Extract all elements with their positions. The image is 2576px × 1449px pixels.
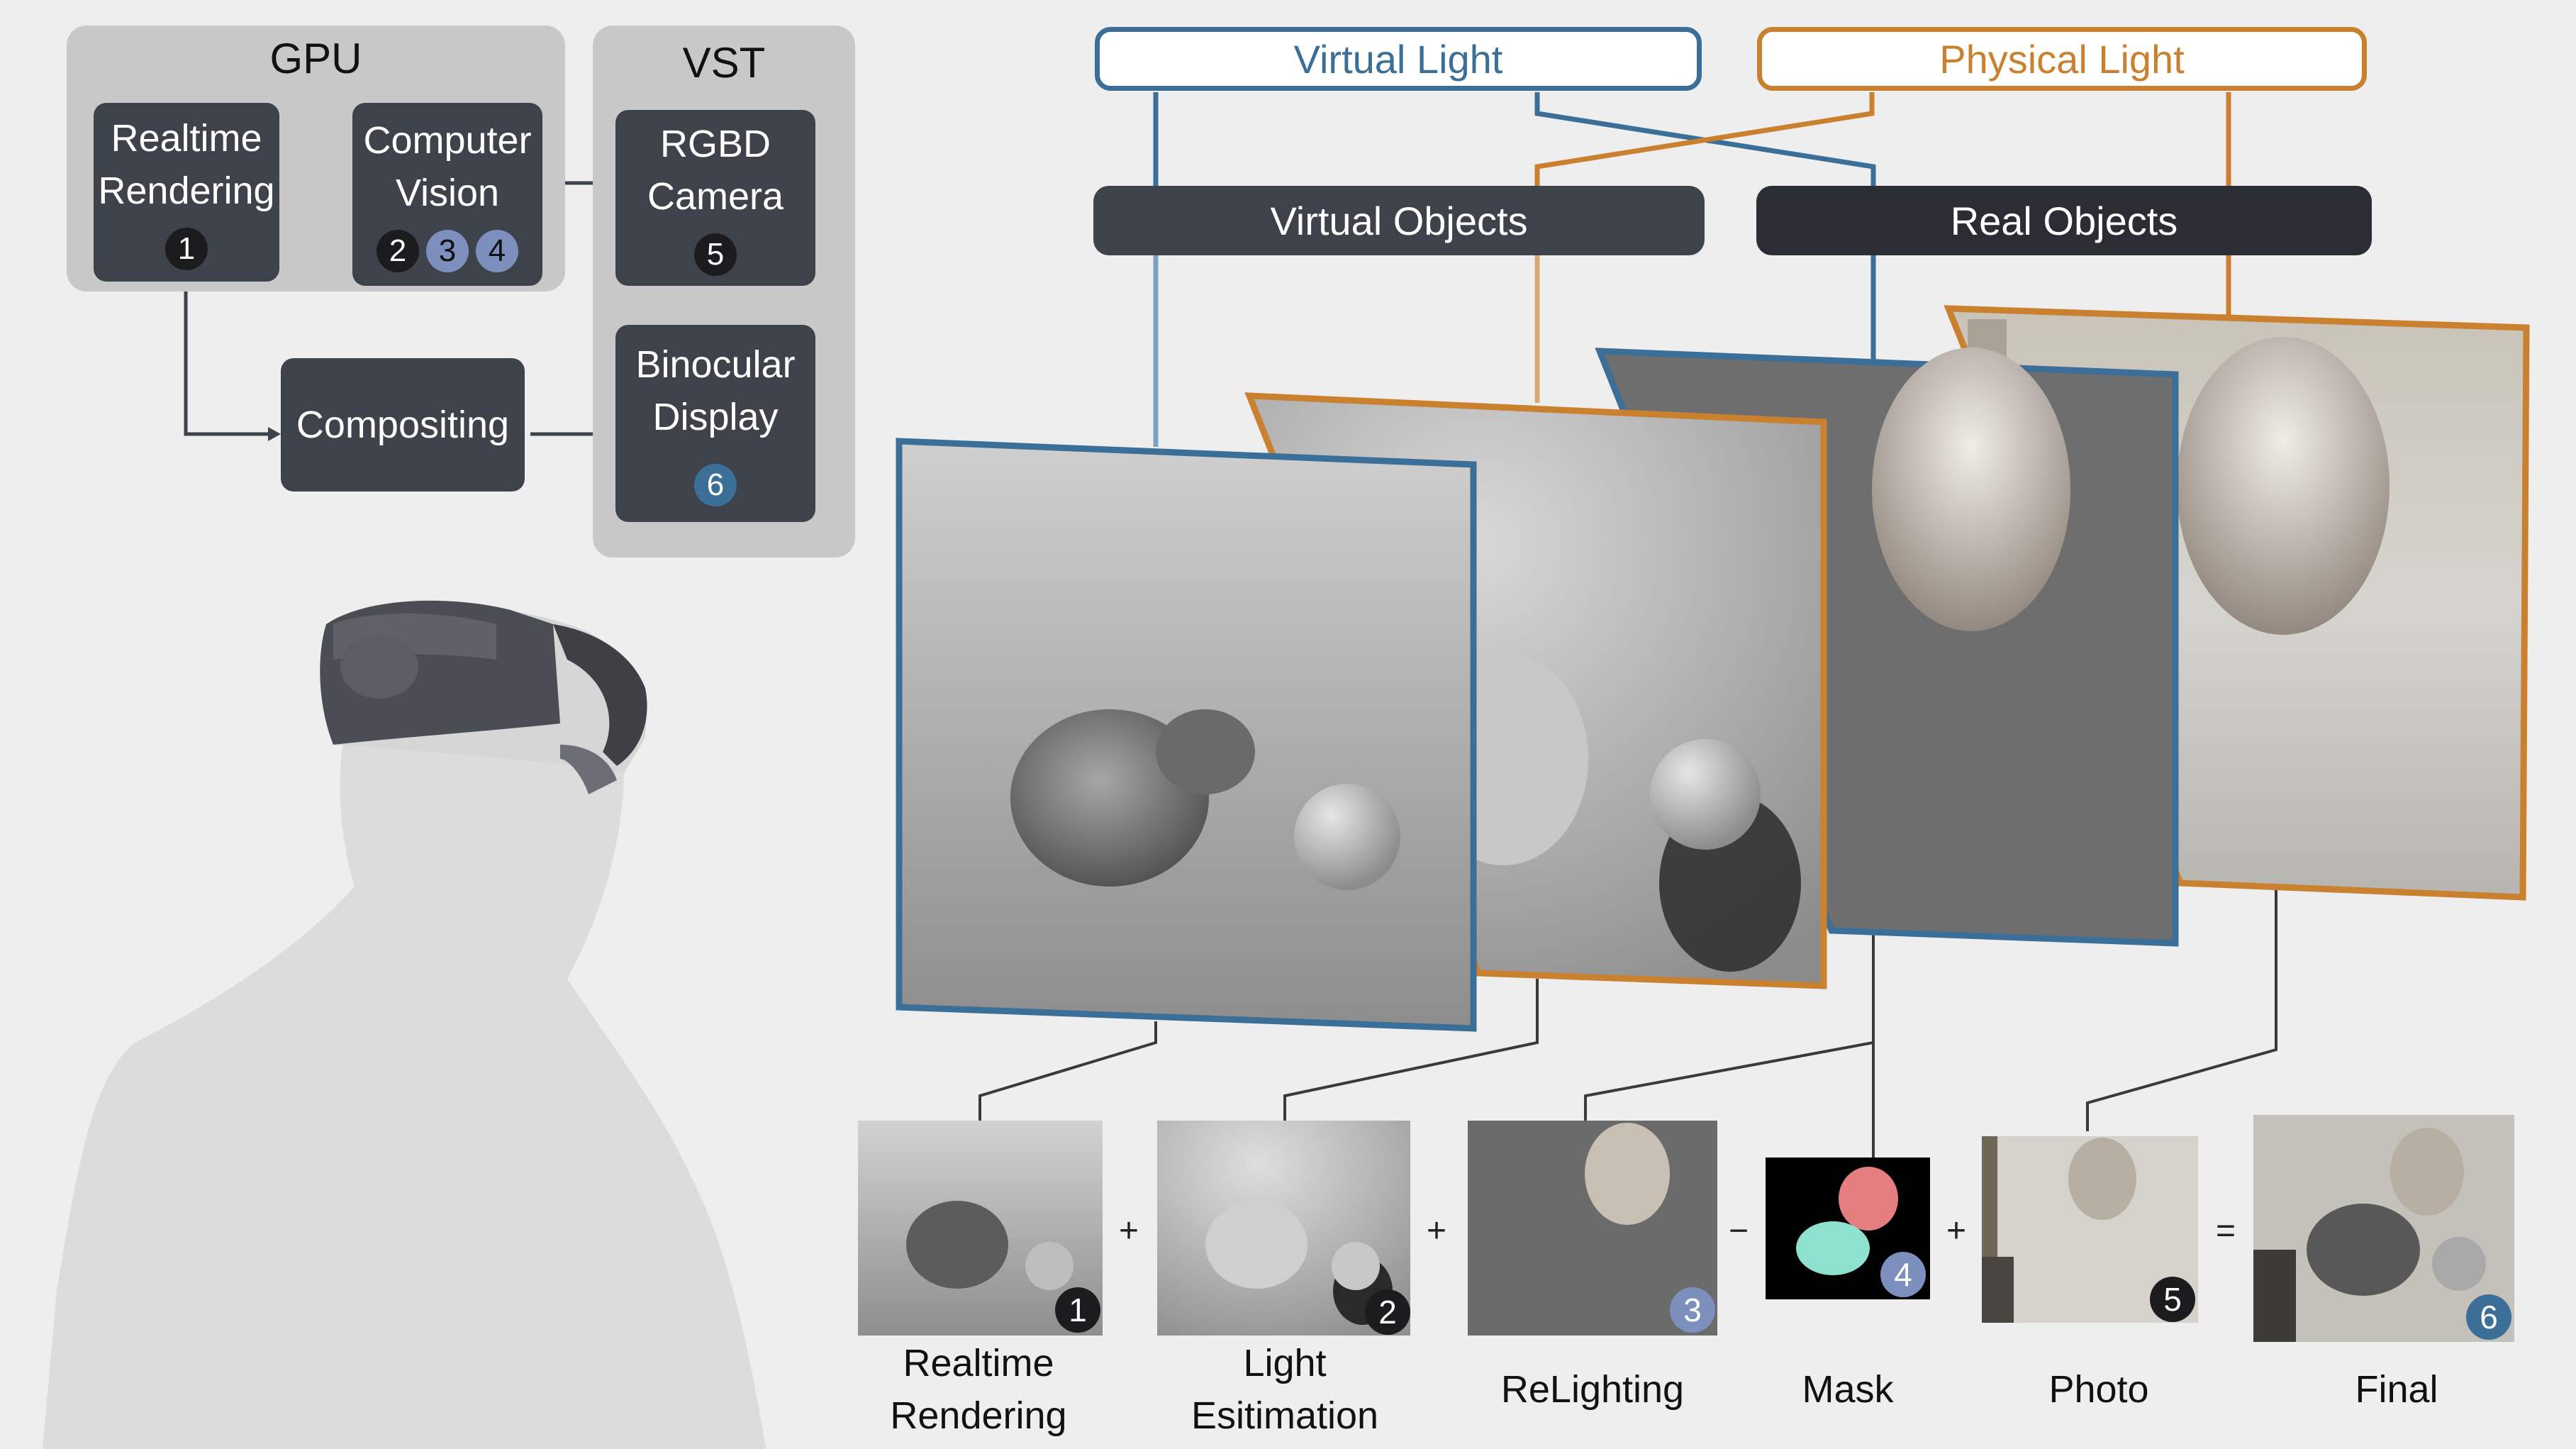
cat-icon	[2177, 337, 2390, 635]
realtime-rendering-box: Realtime Rendering 1	[94, 103, 279, 282]
binocular-display-box: Binocular Display 6	[615, 325, 815, 522]
computer-vision-label-1: Computer	[363, 119, 532, 162]
badge-5: 5	[694, 233, 737, 276]
label-relighting: ReLighting	[1500, 1368, 1685, 1411]
operator-plus-1: +	[1119, 1212, 1139, 1250]
badge-4: 4	[476, 230, 518, 272]
sphere-icon	[1294, 784, 1400, 890]
realtime-rendering-label-1: Realtime	[111, 117, 262, 160]
virtual-objects-label: Virtual Objects	[1093, 186, 1705, 255]
label-photo: Photo	[2048, 1368, 2149, 1411]
thumbnail-badge-2: 2	[1365, 1289, 1410, 1335]
operator-equals: =	[2216, 1212, 2236, 1250]
rgbd-camera-label-1: RGBD	[659, 123, 771, 165]
physical-light-label: Physical Light	[1757, 27, 2367, 91]
real-objects-label: Real Objects	[1756, 186, 2372, 255]
operator-minus: −	[1729, 1212, 1749, 1250]
sphere-icon	[1650, 739, 1761, 850]
compositing-box: Compositing	[281, 358, 525, 492]
thumbnail-badge-4: 4	[1880, 1252, 1926, 1297]
vst-title: VST	[682, 39, 766, 87]
label-realtime-rendering: Realtime Rendering	[890, 1342, 1067, 1437]
cat-icon	[1872, 348, 2070, 631]
thumbnail-badge-3: 3	[1670, 1287, 1715, 1333]
rgbd-camera-label-2: Camera	[647, 175, 784, 218]
badge-2: 2	[377, 230, 419, 272]
realtime-rendering-label-2: Rendering	[98, 170, 275, 212]
thumbnail-badge-5: 5	[2150, 1277, 2195, 1322]
thumbnail-badge-6: 6	[2466, 1294, 2511, 1340]
binocular-display-label-1: Binocular	[635, 343, 796, 386]
operator-plus-3: +	[1946, 1212, 1967, 1250]
badge-3: 3	[426, 230, 469, 272]
computer-vision-label-2: Vision	[395, 172, 500, 214]
virtual-light-label: Virtual Light	[1095, 27, 1702, 91]
badge-6: 6	[694, 464, 737, 506]
binocular-display-label-2: Display	[652, 396, 779, 438]
gpu-title: GPU	[269, 35, 362, 82]
thumbnail-badge-1: 1	[1055, 1287, 1100, 1333]
compositing-label: Compositing	[296, 404, 510, 446]
label-final: Final	[2355, 1368, 2438, 1411]
rgbd-camera-box: RGBD Camera 5	[615, 110, 815, 286]
badge-1: 1	[165, 228, 208, 270]
thumbnail-relighting	[1468, 1121, 1717, 1336]
label-light-estimation: Light Esitimation	[1191, 1342, 1379, 1437]
label-mask: Mask	[1802, 1368, 1894, 1411]
operator-plus-2: +	[1427, 1212, 1447, 1250]
thumbnail-mask	[1766, 1157, 1930, 1299]
vr-headset-person-icon	[43, 600, 766, 1449]
thumbnail-final	[2253, 1115, 2514, 1342]
